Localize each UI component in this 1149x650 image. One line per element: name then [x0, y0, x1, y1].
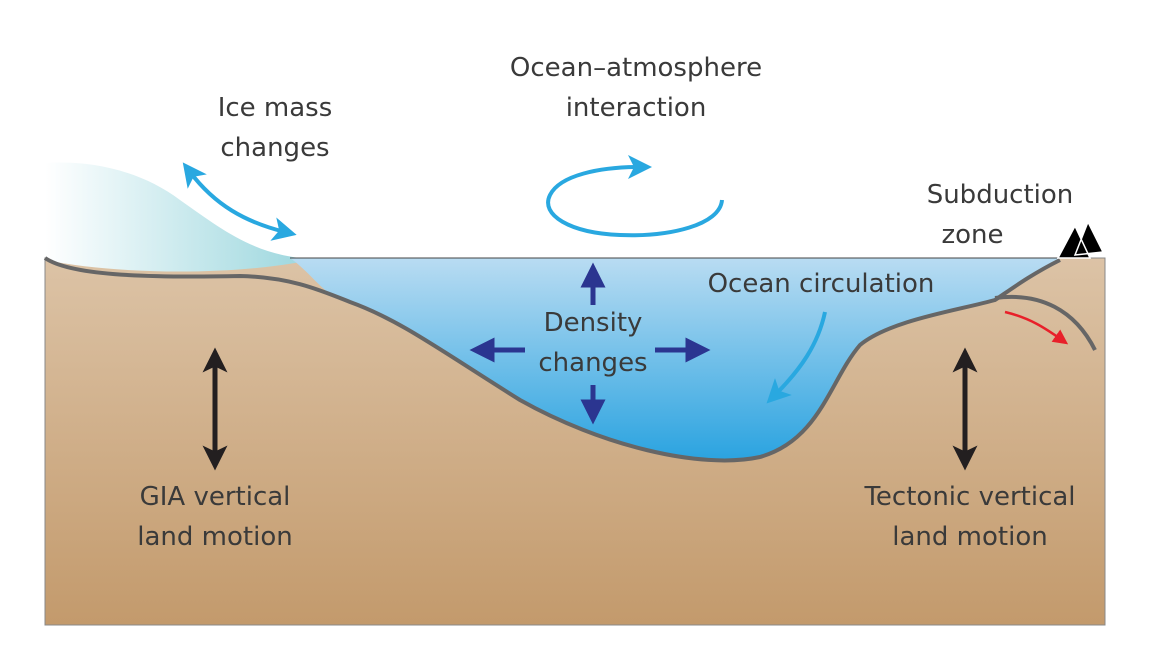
label-line: interaction: [565, 93, 707, 123]
label-line: Density: [543, 308, 643, 338]
label-tectonic: Tectonic vertical land motion: [845, 477, 1095, 557]
label-density-changes: Density changes: [513, 303, 673, 383]
label-line: GIA vertical: [139, 482, 291, 512]
ocean-water: [290, 258, 1060, 461]
density-arrows: [469, 262, 711, 425]
label-line: Subduction: [926, 180, 1074, 210]
label-line: Tectonic vertical: [864, 482, 1076, 512]
label-subduction-zone: Subduction zone: [905, 175, 1095, 255]
label-line: changes: [220, 133, 330, 163]
red-arrow: [1004, 310, 1069, 345]
mountain-icon: [1056, 220, 1105, 259]
label-ocean-atmosphere: Ocean–atmosphere interaction: [486, 48, 786, 128]
label-ice-mass: Ice mass changes: [195, 88, 355, 168]
ocean-atmosphere-arrow: [546, 155, 724, 238]
label-line: changes: [538, 348, 648, 378]
label-gia: GIA vertical land motion: [115, 477, 315, 557]
seafloor-outline: [43, 256, 1061, 463]
ice-sheet: [45, 162, 300, 272]
label-line: land motion: [892, 522, 1048, 552]
ice-mass-arrow: [182, 162, 297, 241]
label-line: zone: [941, 220, 1004, 250]
label-line: Ocean–atmosphere: [509, 53, 763, 83]
label-ocean-circulation: Ocean circulation: [707, 269, 935, 299]
subduction-slab: [994, 294, 1097, 351]
label-line: Ice mass: [217, 93, 333, 123]
label-line: land motion: [137, 522, 293, 552]
ocean-circulation-arrow: [766, 311, 827, 404]
